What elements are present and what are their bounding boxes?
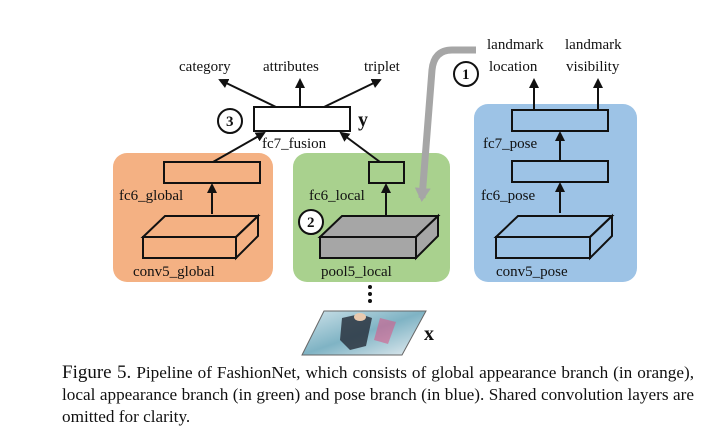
fc7-pose-label: fc7_pose: [483, 136, 537, 152]
output-category: category: [179, 59, 231, 75]
arrow-to-triplet: [323, 78, 382, 108]
caption-label: Figure 5.: [62, 362, 132, 383]
input-var-x: x: [424, 323, 434, 345]
landmark-location-line1: landmark: [487, 37, 544, 53]
global-branch-panel: [113, 153, 273, 282]
arrow-to-category: [218, 78, 277, 108]
conv5-global-block: [140, 213, 261, 261]
fc6-local-label: fc6_local: [309, 188, 365, 204]
conv5-global-label: conv5_global: [133, 264, 215, 280]
arrow-local-to-fusion: [339, 131, 381, 163]
ellipsis-dots: [368, 285, 372, 303]
step-3-number: 3: [226, 114, 234, 130]
landmark-location-line2: location: [489, 59, 538, 75]
pool5-local-block: [317, 213, 441, 261]
conv5-pose-label: conv5_pose: [496, 264, 568, 280]
step-2-number: 2: [307, 215, 315, 231]
step-1-circle: [453, 61, 479, 87]
caption-text: Pipeline of FashionNet, which consists o…: [62, 363, 695, 426]
fc6-global-label: fc6_global: [119, 188, 183, 204]
landmark-pooling-arrow: [414, 46, 476, 202]
pool5-local-label: pool5_local: [321, 264, 392, 280]
output-attributes: attributes: [263, 59, 319, 75]
fc7-fusion-label: fc7_fusion: [262, 136, 327, 152]
input-image: [301, 310, 427, 356]
step-3-circle: [217, 108, 243, 134]
arrow-global-to-fusion: [212, 132, 266, 163]
output-triplet: triplet: [364, 59, 401, 75]
fc6-pose-label: fc6_pose: [481, 188, 535, 204]
fc7-fusion-box: [253, 106, 351, 132]
landmark-visibility-line2: visibility: [566, 59, 620, 75]
conv5-pose-block: [493, 213, 615, 261]
figure-caption: Figure 5. Pipeline of FashionNet, which …: [62, 362, 694, 428]
step-1-number: 1: [462, 67, 470, 83]
landmark-visibility-line1: landmark: [565, 37, 622, 53]
step-2-circle: [298, 209, 324, 235]
fusion-var-y: y: [358, 109, 368, 131]
